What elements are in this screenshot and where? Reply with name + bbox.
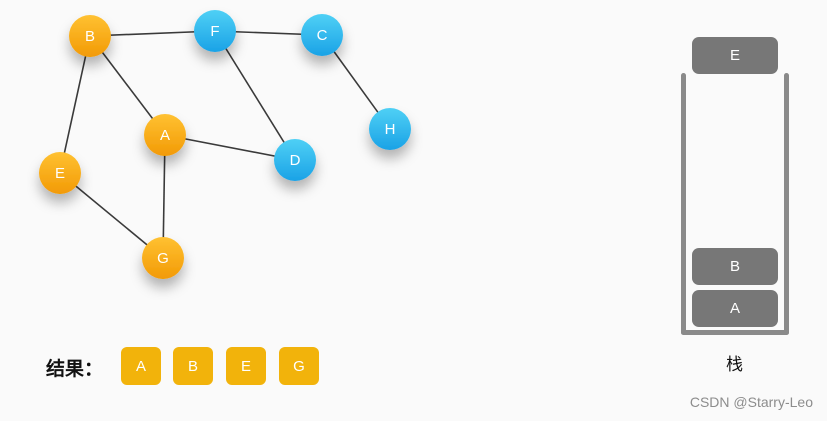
node-b: B	[69, 15, 111, 57]
result-item-g: G	[279, 347, 319, 385]
node-label: H	[385, 121, 396, 138]
result-item-a: A	[121, 347, 161, 385]
node-label: C	[317, 27, 328, 44]
node-label: G	[157, 250, 169, 267]
stack-label: 栈	[726, 355, 743, 375]
node-d: D	[274, 139, 316, 181]
node-g: G	[142, 237, 184, 279]
result-item-e: E	[226, 347, 266, 385]
node-circle	[301, 14, 343, 56]
node-circle	[144, 114, 186, 156]
stack-left-wall	[681, 73, 686, 335]
node-label: B	[85, 28, 95, 45]
stack-item-a: A	[692, 290, 778, 327]
node-circle	[142, 237, 184, 279]
node-circle	[369, 108, 411, 150]
node-circle	[194, 10, 236, 52]
edge-a-d	[164, 134, 296, 161]
node-h: H	[369, 108, 411, 150]
node-circle	[69, 15, 111, 57]
node-c: C	[301, 14, 343, 56]
node-e: E	[39, 152, 81, 194]
edge-f-d	[214, 30, 296, 161]
result-label: 结果：	[46, 358, 104, 380]
node-circle	[274, 139, 316, 181]
stack-incoming-item: E	[692, 37, 778, 74]
watermark: CSDN @Starry-Leo	[689, 394, 813, 410]
result-item-b: B	[173, 347, 213, 385]
edge-e-g	[59, 172, 164, 259]
node-circle	[39, 152, 81, 194]
edge-b-e	[59, 35, 91, 174]
stack-bottom	[681, 330, 789, 335]
stack-right-wall	[784, 73, 789, 335]
node-f: F	[194, 10, 236, 52]
node-label: E	[55, 165, 65, 182]
node-label: D	[290, 152, 301, 169]
stack-item-b: B	[692, 248, 778, 285]
node-label: F	[210, 23, 219, 40]
node-a: A	[144, 114, 186, 156]
node-label: A	[160, 127, 170, 144]
